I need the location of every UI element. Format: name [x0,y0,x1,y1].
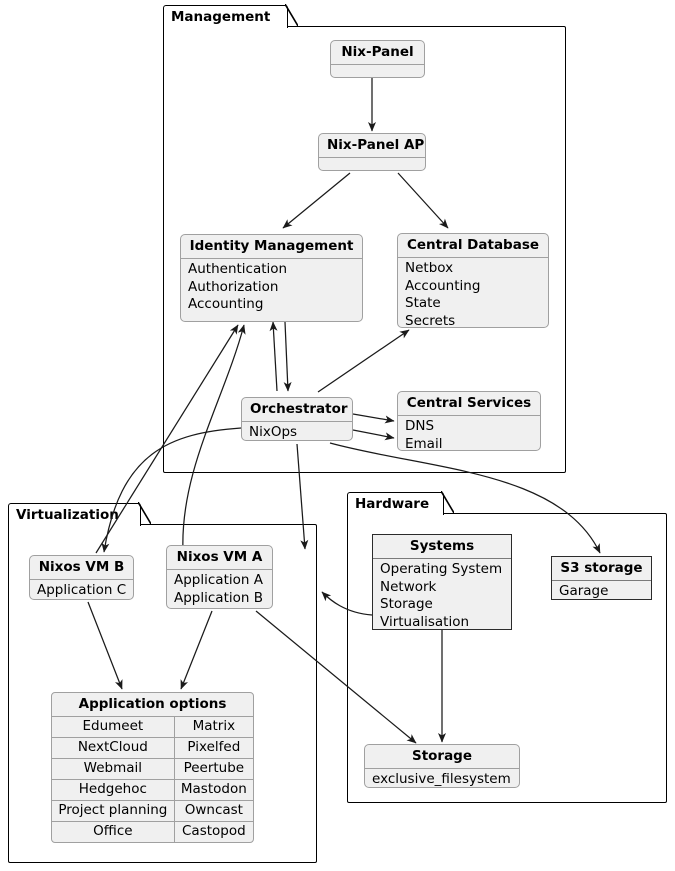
identity-item: Authorization [188,278,279,295]
central-db-item: Accounting [405,277,481,294]
table-row[interactable]: Hedgehoc Mastodon [52,779,253,801]
node-nix-panel-body [331,65,424,77]
package-virtualization-label: Virtualization [16,507,119,523]
node-nixos-vm-a-title: Nixos VM A [167,546,272,570]
node-central-database-body: Netbox Accounting State Secrets [398,258,548,328]
app-option-cell: Pixelfed [173,737,253,759]
node-nixos-vm-b-title: Nixos VM B [30,556,133,580]
app-option-cell: Webmail [52,758,175,780]
package-virtualization-tab: Virtualization [8,502,151,526]
node-orchestrator-title: Orchestrator [242,398,352,422]
vm-a-item: Application B [174,589,263,606]
table-row[interactable]: Office Castopod [52,821,253,842]
vm-a-item: Application A [174,572,263,588]
node-systems[interactable]: Systems Operating System Network Storage… [372,534,512,630]
node-nixos-vm-a[interactable]: Nixos VM A Application A Application B [166,545,273,609]
app-option-cell: Owncast [173,800,253,822]
package-management-label: Management [171,9,271,25]
node-s3-storage-body: Garage [552,581,651,599]
node-central-database[interactable]: Central Database Netbox Accounting State… [397,233,549,328]
node-central-services[interactable]: Central Services DNS Email [397,391,541,451]
node-nix-panel-title: Nix-Panel [331,41,424,65]
table-row[interactable]: Edumeet Matrix [52,717,253,738]
package-tab-slant [285,4,298,27]
central-services-item: DNS [405,418,435,434]
storage-item: exclusive_filesystem [372,771,511,787]
identity-item: Authentication [188,261,288,277]
app-option-cell: Project planning [52,800,175,822]
node-orchestrator-body: NixOps [242,422,352,440]
package-tab-slant [441,491,454,514]
node-central-services-title: Central Services [398,392,540,416]
central-services-item: Email [405,435,443,451]
app-option-cell: Matrix [173,717,253,738]
node-s3-storage[interactable]: S3 storage Garage [551,556,652,600]
identity-item: Accounting [188,296,264,312]
node-nixos-vm-b-body: Application C [30,580,133,599]
node-nixos-vm-b[interactable]: Nixos VM B Application C [29,555,134,600]
node-orchestrator[interactable]: Orchestrator NixOps [241,397,353,441]
node-identity-management[interactable]: Identity Management Authentication Autho… [180,234,363,322]
systems-item: Storage [380,596,433,612]
node-storage[interactable]: Storage exclusive_filesystem [364,744,520,788]
table-row[interactable]: NextCloud Pixelfed [52,737,253,759]
node-identity-management-title: Identity Management [181,235,362,259]
app-option-cell: Edumeet [82,718,144,734]
s3-item: Garage [559,583,609,599]
node-s3-storage-title: S3 storage [552,557,651,581]
node-identity-management-body: Authentication Authorization Accounting [181,259,362,317]
package-hardware-label: Hardware [355,496,430,512]
node-storage-body: exclusive_filesystem [365,769,519,787]
central-db-item: State [405,295,441,311]
central-db-item: Netbox [405,260,454,276]
node-central-services-body: DNS Email [398,416,540,451]
package-hardware-tab: Hardware [347,491,454,515]
systems-item: Network [380,578,437,595]
node-nix-panel-api[interactable]: Nix-Panel API [318,133,426,171]
app-option-cell: Mastodon [173,779,253,801]
node-storage-title: Storage [365,745,519,769]
node-nixos-vm-a-body: Application A Application B [167,570,272,608]
application-options-title: Application options [52,693,253,717]
vm-b-item: Application C [37,582,127,598]
systems-item: Virtualisation [380,613,470,630]
table-row[interactable]: Project planning Owncast [52,800,253,822]
node-central-database-title: Central Database [398,234,548,258]
node-systems-body: Operating System Network Storage Virtual… [373,559,511,630]
app-option-cell: Peertube [173,758,253,780]
table-row[interactable]: Webmail Peertube [52,758,253,780]
orchestrator-item: NixOps [249,424,298,440]
node-nix-panel-api-body [319,158,425,170]
node-nix-panel-api-title: Nix-Panel API [319,134,425,158]
app-option-cell: Castopod [173,821,253,842]
package-tab-slant [138,502,151,525]
app-option-cell: Hedgehoc [52,779,175,801]
node-nix-panel[interactable]: Nix-Panel [330,40,425,78]
app-option-cell: NextCloud [52,737,175,759]
node-systems-title: Systems [373,535,511,559]
node-application-options[interactable]: Application options Edumeet Matrix NextC… [51,692,254,843]
application-options-table: Edumeet Matrix NextCloud Pixelfed Webmai… [52,717,253,842]
app-option-cell: Office [52,821,175,842]
central-db-item: Secrets [405,312,456,328]
systems-item: Operating System [380,561,503,577]
package-management-tab: Management [163,4,298,28]
